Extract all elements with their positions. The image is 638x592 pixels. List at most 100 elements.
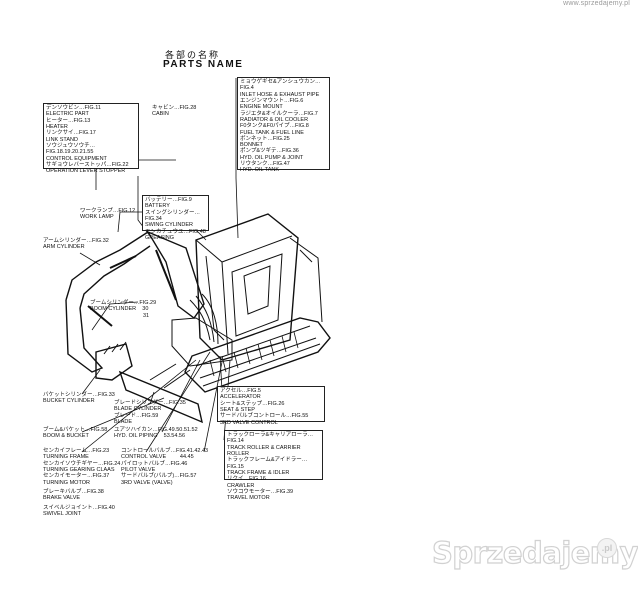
label-group-battery: バッテリー…FIG.9 BATTERY スイングシリンダー…FIG.34 SWI… (142, 195, 209, 241)
label-thirdvalve-jp: サードバルブ(バルブ)…FIG.57 (121, 473, 197, 480)
label-turnmotor-jp: センカイモーター…FIG.37 (43, 473, 110, 480)
label-heater-jp: ヒーター…FIG.13 (46, 117, 91, 124)
label-blade2-en: BLADE (114, 418, 133, 425)
label-group-accelerator: アクセル…FIG.5 ACCELERATOR シート&ステップ…FIG.26 S… (217, 386, 325, 426)
label-inlet-jp: ミョウゲギセ&アンシュウカン…FIG.4 (240, 79, 321, 92)
label-boom-bucket: ブーム&バケット…FIG.58 BOOM & BUCKET (43, 427, 107, 440)
label-accel-en: ACCELERATOR (220, 394, 261, 401)
label-boomcyl-jp: ブームシリンダー…FIG.29 (90, 300, 157, 306)
label-pilot-en: PILOT VALVE (121, 466, 156, 473)
label-arm-cylinder: アームシリンダー…FIG.32 ARM CYLINDER (43, 238, 109, 251)
label-heater-en: HEATER (46, 123, 68, 130)
label-hyd-piping: ユアツハイカン…FIG.49.50.51.52 HYD. OIL PIPING … (114, 427, 198, 440)
label-brake-en: BRAKE VALVE (43, 495, 81, 502)
label-turnmotor-en: TURNING MOTOR (43, 479, 90, 486)
label-swivel-jp: スイベルジョイント…FIG.40 (43, 504, 115, 511)
label-grease-jp: エンカチュウユ…FIG.48 (145, 228, 206, 235)
label-bucket-cylinder: バケットシリンダー…FIG.33 BUCKET CYLINDER (43, 392, 115, 405)
label-pump-en: HYD. OIL PUMP & JOINT (240, 154, 304, 161)
label-boomcyl-en: BOOM CYLINDER (90, 306, 137, 313)
label-fuel-jp: F0タンク&F0パイプ…FIG.8 (240, 123, 309, 130)
logo-badge: .pl (597, 538, 617, 558)
label-radiator-en: RADIATOR & OIL COOLER (240, 116, 309, 123)
label-thirdvalve-en: 3RD VALVE (VALVE) (121, 479, 173, 486)
label-travel-en: TRAVEL MOTOR (227, 495, 270, 502)
label-turngear-en: TURNING GEARING CLAAS (43, 466, 115, 473)
label-bonnet-en: BONNET (240, 142, 263, 149)
label-radiator-jp: ラジエタ&オイルクーラ…FIG.7 (240, 110, 318, 117)
label-roller-jp: トラックローラ&キャリアローラ…FIG.14 (227, 432, 314, 445)
label-turnframe-jp: センカイフレーム…FIG.23 (43, 448, 110, 454)
label-cabin-en: CABIN (152, 111, 169, 118)
label-seat-en: SEAT & STEP (220, 406, 255, 413)
label-boom-cylinder: ブームシリンダー…FIG.29 BOOM CYLINDER 30 31 (90, 300, 156, 319)
label-arm-en: ARM CYLINDER (43, 244, 85, 251)
label-swing-jp: スイングシリンダー…FIG.34 (145, 209, 201, 222)
title-japanese: 各部の名称 (165, 50, 221, 60)
label-crawler-en: CRAWLER (227, 482, 255, 489)
label-boombucket-en: BOOM & BUCKET (43, 433, 89, 440)
label-brake-jp: ブレーキバルブ…FIG.38 (43, 488, 104, 495)
label-piping-en: HYD. OIL PIPING (114, 433, 158, 440)
label-piping-n: 53.54.56 (163, 433, 186, 440)
label-stopper-jp: サギョウレバーストッパ…FIG.22 (46, 161, 129, 168)
label-battery-jp: バッテリー…FIG.9 (145, 197, 192, 203)
label-accel-jp: アクセル…FIG.5 (220, 388, 261, 394)
label-ctrlvalve-en: CONTROL VALVE (121, 454, 167, 461)
label-blade-en: BLADE CYLINDER (114, 406, 162, 413)
label-elec-jp: デンソウビン…FIG.11 (46, 105, 101, 111)
label-ctrlvalve-n: 44.45 (179, 454, 194, 461)
label-group-cab-parts: デンソウビン…FIG.11 ELECTRIC PART ヒーター…FIG.13 … (43, 103, 139, 174)
label-pump-jp: ポンプ&ツギテ…FIG.36 (240, 148, 299, 155)
label-bonnet-jp: ボンネット…FIG.25 (240, 135, 290, 142)
label-bucketcyl-en: BUCKET CYLINDER (43, 398, 95, 405)
label-crawler-jp: リクイ…FIG.16 (227, 476, 266, 483)
label-swivel-en: SWIVEL JOINT (43, 510, 81, 517)
label-blade2-jp: ブレード…FIG.59 (114, 412, 159, 419)
label-boombucket-jp: ブーム&バケット…FIG.58 (43, 427, 108, 433)
label-blade-jp: ブレードシリンダー…FIG.35 (114, 400, 186, 406)
label-turnframe-en: TURNING FRAME (43, 454, 89, 461)
label-group-valves: コントロールバルブ…FIG.41.42.43 CONTROL VALVE 44.… (121, 448, 208, 486)
label-oiltank-jp: リウタンク…FIG.47 (240, 161, 290, 168)
label-ctrlvalve-jp: コントロールバルブ…FIG.41.42.43 (121, 448, 209, 454)
label-cabin: キャビン…FIG.28 CABIN (152, 105, 196, 118)
label-turngear-jp: センカイソウチギヤー…FIG.24 (43, 460, 121, 467)
label-cabin-jp: キャビン…FIG.28 (152, 105, 197, 111)
label-group-track: トラックローラ&キャリアローラ…FIG.14 TRACK ROLLER & CA… (224, 430, 323, 501)
label-blade-cylinder: ブレードシリンダー…FIG.35 BLADE CYLINDER ブレード…FIG… (114, 400, 186, 425)
label-piping-jp: ユアツハイカン…FIG.49.50.51.52 (114, 427, 198, 433)
label-trackframe-en: TRACK FRAME & IDLER (227, 469, 290, 476)
label-fuel-en: FUEL TANK & FUEL LINE (240, 129, 304, 136)
label-ctrl-en: CONTROL EQUIPMENT (46, 155, 107, 162)
label-elec-en: ELECTRIC PART (46, 111, 89, 118)
label-third-en: 3RD VALVE CONTROL (220, 419, 278, 426)
label-roller-en: TRACK ROLLER & CARRIER ROLLER (227, 444, 301, 457)
label-engine-jp: エンジンマウント…FIG.6 (240, 97, 304, 104)
label-boomcyl-n1: 30 (142, 306, 149, 313)
label-ctrl-jp: ソウジュウソウチ…FIG.18.19.20.21.55 (46, 142, 96, 156)
label-arm-jp: アームシリンダー…FIG.32 (43, 238, 109, 244)
label-worklamp-en: WORK LAMP (80, 214, 114, 221)
title-english: PARTS NAME (163, 59, 244, 70)
label-worklamp: ワークランプ…FIG.12 WORK LAMP (80, 208, 135, 221)
label-third-jp: サードバルブコントロール…FIG.55 (220, 413, 309, 420)
label-bucketcyl-jp: バケットシリンダー…FIG.33 (43, 392, 115, 398)
label-pilot-jp: パイロットバルブ…FIG.46 (121, 460, 188, 467)
label-swing-en: SWING CYLINDER (145, 222, 193, 229)
watermark-url: www.sprzedajemy.pl (563, 0, 630, 7)
label-oiltank-en: HYD. OIL TANK (240, 167, 280, 174)
label-group-engine: ミョウゲギセ&アンシュウカン…FIG.4 INLET HOSE & EXHAUS… (237, 77, 330, 174)
label-link-en: LINK STAND (46, 136, 78, 143)
label-group-turning: センカイフレーム…FIG.23 TURNING FRAME センカイソウチギヤー… (43, 448, 120, 517)
label-travel-jp: ソウコウモーター…FIG.39 (227, 488, 294, 495)
label-boomcyl-n2: 31 (143, 312, 150, 319)
label-grease-en: GREASING (145, 234, 175, 241)
label-engine-en: ENGINE MOUNT (240, 104, 283, 111)
label-seat-jp: シート&ステップ…FIG.26 (220, 400, 285, 407)
label-trackframe-jp: トラックフレーム&アイドラー…FIG.15 (227, 457, 308, 470)
label-link-jp: リンクサイ…FIG.17 (46, 130, 96, 137)
label-inlet-en: INLET HOSE & EXHAUST PIPE (240, 91, 320, 98)
